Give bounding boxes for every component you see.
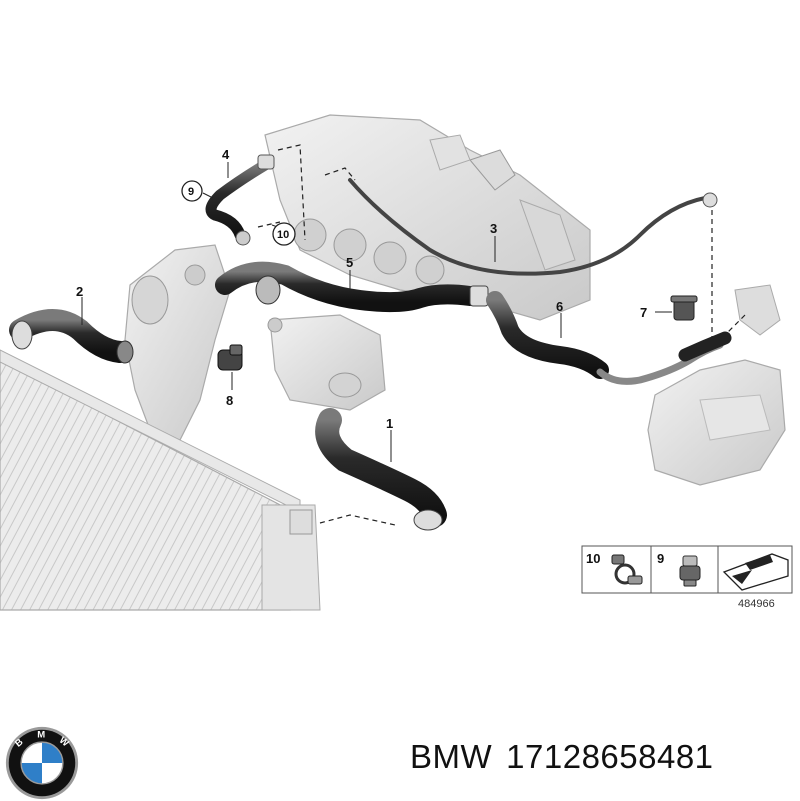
thermostat-housing <box>124 244 231 441</box>
hose-1-lower-coupling <box>413 509 443 531</box>
hose-4 <box>205 159 271 241</box>
clip-9-icon <box>679 555 701 587</box>
callout-7: 7 <box>640 305 647 320</box>
leader-lines <box>81 162 672 462</box>
hose-4-connector <box>257 154 275 170</box>
callout-5: 5 <box>346 255 353 270</box>
auxiliary-pump <box>267 314 386 411</box>
hose-6 <box>486 291 609 379</box>
hose-3-end-fitting <box>702 192 718 208</box>
assembly-lines <box>257 144 746 526</box>
callout-2: 2 <box>76 284 83 299</box>
callout-10-circle <box>272 222 296 246</box>
part-number: 17128658481 <box>506 738 714 775</box>
hose-4-lower-fitting <box>235 230 251 246</box>
bmw-logo: B M W <box>5 726 79 800</box>
hose-6-end-segment <box>678 331 732 362</box>
brand-name: BMW <box>410 738 493 775</box>
parts-legend: 10 9 <box>581 545 793 594</box>
callout-9: 9 <box>188 186 194 198</box>
plug-7 <box>670 295 698 321</box>
hose-5 <box>215 261 480 313</box>
callout-9-circle <box>181 180 203 202</box>
hose-3-vent-line <box>348 178 707 276</box>
radiator <box>0 349 321 611</box>
callout-10: 10 <box>277 229 289 241</box>
legend-item-9-label: 9 <box>657 551 664 566</box>
hose-2-engine-coupling <box>116 340 134 364</box>
part-caption: BMW 17128658481 <box>410 738 728 776</box>
hose-2 <box>9 309 131 363</box>
cap-8 <box>217 344 243 371</box>
callout-3: 3 <box>490 221 497 236</box>
diagram-reference-number: 484966 <box>738 598 775 610</box>
clamp-10-icon <box>611 554 643 585</box>
expansion-tank <box>647 284 786 486</box>
hose-5-coupling <box>255 275 281 305</box>
hose-1 <box>315 408 447 527</box>
hose-5-clip <box>469 285 489 307</box>
callout-8: 8 <box>226 393 233 408</box>
fitting-arrow-icon <box>722 553 789 591</box>
callout-1: 1 <box>386 416 393 431</box>
callout-4: 4 <box>222 147 230 162</box>
engine-cylinder-head <box>264 114 591 321</box>
legend-item-10-label: 10 <box>586 551 600 566</box>
hose-2-radiator-coupling <box>11 320 33 350</box>
callout-6: 6 <box>556 299 563 314</box>
bmw-logo-letter-m: M <box>37 729 45 740</box>
